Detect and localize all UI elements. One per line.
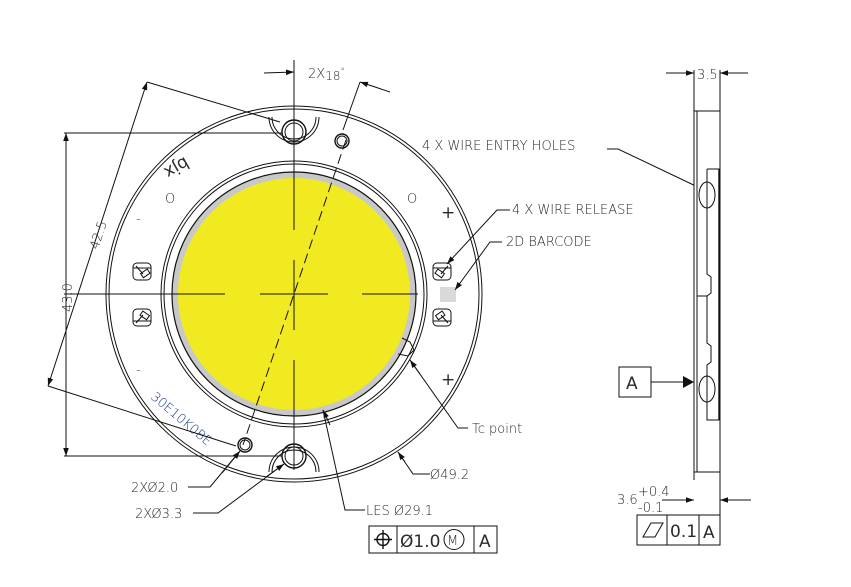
side-tol-minus: -0.1: [638, 501, 663, 516]
polarity-minus-bottom: -: [136, 363, 141, 378]
barcode-area: [440, 287, 456, 302]
datum-a-label: A: [626, 374, 638, 394]
tc-point-notch: [397, 337, 415, 357]
angle-dimension: 2X18°: [263, 67, 391, 131]
wire-release-label: 4 X WIRE RELEASE: [512, 203, 634, 218]
small-hole-top: [334, 133, 350, 149]
wire-entry-hole-bottom: [698, 375, 716, 403]
wire-terminal-right-top: [432, 262, 452, 281]
side-view: 3.5 A 3.6 +0.4 -0.1 0.1: [617, 68, 751, 546]
mmc-modifier-circle: [443, 529, 465, 550]
marker-o-left: O: [165, 192, 175, 207]
flatness-icon: [642, 522, 664, 538]
wire-terminal-right-bottom: [432, 308, 452, 327]
front-view: - - + + O O bjx 30E10K0BE 2X18° 43.0: [47, 60, 634, 554]
small-hole-bottom-inner: [239, 439, 251, 451]
angle-dimension-label: 2X18°: [308, 67, 345, 83]
polarity-plus-bottom: +: [441, 370, 455, 390]
tc-point-label: Tc point: [472, 422, 522, 437]
wire-terminal-left-top: [132, 262, 152, 281]
position-tolerance-frame: Ø1.0 M A: [368, 525, 498, 554]
position-tolerance-datum: A: [479, 532, 491, 552]
dashed-center-line: [242, 139, 347, 446]
large-hole-label: 2XØ3.3: [135, 507, 182, 522]
small-hole-label: 2XØ2.0: [131, 481, 178, 496]
mmc-modifier: M: [447, 534, 458, 549]
marker-o-right: O: [407, 192, 417, 207]
les-callout: LES Ø29.1: [322, 409, 433, 519]
barcode-label: 2D BARCODE: [506, 235, 592, 250]
flatness-tolerance-frame: 0.1 A: [636, 514, 721, 546]
barcode-callout: 2D BARCODE: [454, 235, 592, 291]
datum-a: A: [618, 366, 694, 398]
les-label: LES Ø29.1: [366, 504, 433, 519]
mounting-hole-top: [268, 116, 320, 145]
polarity-plus-top: +: [441, 203, 455, 223]
side-width-label: 3.5: [697, 68, 718, 83]
outer-diameter-callout: Ø49.2: [397, 451, 469, 483]
wire-release-callout: 4 X WIRE RELEASE: [446, 203, 634, 265]
hole-callouts: 2XØ2.0 2XØ3.3: [131, 450, 285, 522]
flatness-tolerance-value: 0.1: [670, 522, 697, 542]
diagonal-dimension-label: 42.5: [88, 219, 111, 251]
wire-entry-label: 4 X WIRE ENTRY HOLES: [422, 139, 575, 154]
position-tolerance-value: Ø1.0: [400, 532, 440, 552]
polarity-minus-top: -: [136, 212, 141, 227]
side-tol-plus: +0.4: [638, 485, 670, 500]
small-hole-bottom: [237, 437, 253, 453]
wire-terminal-left-bottom: [132, 308, 152, 327]
wire-entry-callout: 4 X WIRE ENTRY HOLES: [422, 139, 703, 190]
wire-entry-hole-top: [698, 181, 716, 209]
outer-diameter-label: Ø49.2: [430, 468, 469, 483]
small-hole-top-inner: [336, 135, 348, 147]
tc-point-callout: Tc point: [409, 359, 522, 437]
flatness-tolerance-datum: A: [703, 523, 715, 543]
side-thickness-label: 3.6: [617, 493, 638, 508]
position-icon: [374, 530, 392, 549]
